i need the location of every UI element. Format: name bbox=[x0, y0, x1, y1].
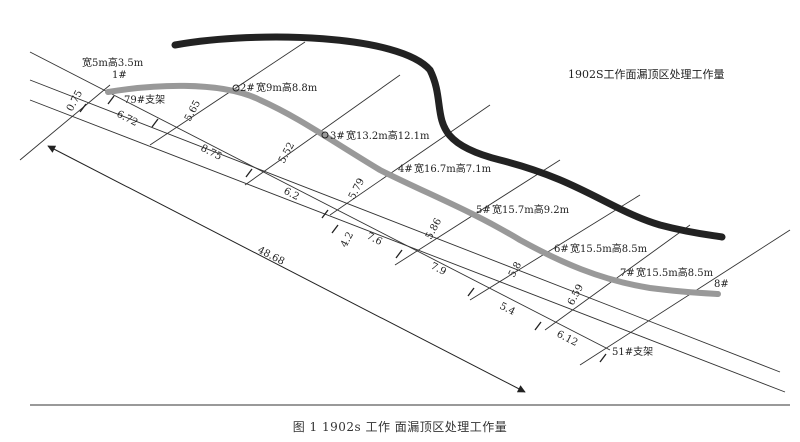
dim-lower-6: 5.4 bbox=[498, 301, 517, 318]
dim-upper-1: 5.65 bbox=[183, 99, 203, 124]
support-79-label: 79#支架 bbox=[124, 94, 165, 106]
dim-upper-2: 5.52 bbox=[277, 141, 297, 166]
dim-lower-7: 6.12 bbox=[555, 329, 580, 349]
point-6-size: 宽15.5m高8.5m bbox=[570, 242, 648, 255]
diagram-title: 1902S工作面漏顶区处理工作量 bbox=[568, 68, 725, 81]
figure-caption: 图 1 1902s 工作 面漏顶区处理工作量 bbox=[292, 420, 508, 434]
dim-lower-3: 6.2 bbox=[282, 186, 301, 203]
support-51-label: 51#支架 bbox=[612, 346, 653, 358]
point-markers bbox=[232, 84, 329, 139]
coal-seam-line bbox=[105, 82, 721, 297]
total-dimension-arrow bbox=[47, 145, 526, 393]
dim-lower-4: 7.6 bbox=[365, 231, 384, 248]
point-2-label: 2# bbox=[240, 83, 255, 94]
point-1-label: 1# bbox=[112, 70, 127, 81]
dim-upper-3: 5.79 bbox=[347, 177, 367, 202]
point-5-size: 宽15.7m高9.2m bbox=[492, 203, 570, 216]
point-7-label: 7# bbox=[620, 268, 635, 279]
point-8-label: 8# bbox=[714, 279, 729, 290]
dim-small: 4.2 bbox=[339, 230, 356, 249]
point-6-label: 6# bbox=[554, 244, 569, 255]
point-2-size: 宽9m高8.8m bbox=[256, 81, 318, 94]
dim-lower-2: 8.75 bbox=[199, 143, 224, 163]
point-4-label: 4# bbox=[398, 164, 413, 175]
dim-lower-5: 7.9 bbox=[429, 261, 448, 278]
dim-upper-5: 5.8 bbox=[507, 260, 524, 279]
point-4-size: 宽16.7m高7.1m bbox=[414, 162, 492, 175]
point-5-label: 5# bbox=[476, 205, 491, 216]
dimension-ticks bbox=[79, 95, 607, 363]
dim-upper-4: 5.86 bbox=[424, 217, 444, 242]
point-3-label: 3# bbox=[330, 131, 345, 142]
point-1-size: 宽5m高3.5m bbox=[82, 56, 144, 69]
point-7-size: 宽15.5m高8.5m bbox=[636, 266, 714, 279]
roof-boundary-line bbox=[171, 33, 726, 241]
point-3-size: 宽13.2m高12.1m bbox=[346, 129, 430, 142]
dim-lower-1: 6.72 bbox=[115, 109, 140, 129]
dim-total: 48.68 bbox=[256, 245, 287, 268]
